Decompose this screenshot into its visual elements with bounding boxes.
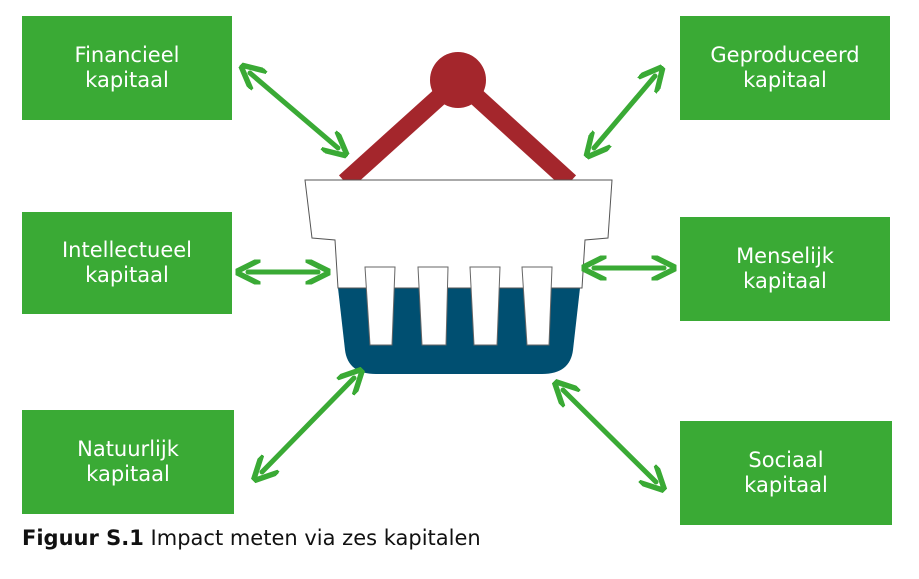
basket-slots bbox=[364, 266, 553, 346]
basket-slot bbox=[469, 266, 501, 346]
basket-diagram bbox=[0, 52, 919, 540]
box-label-line2: kapitaal bbox=[85, 68, 169, 92]
box-intellectueel-kapitaal: Intellectueel kapitaal bbox=[22, 212, 232, 314]
box-label-line2: kapitaal bbox=[85, 263, 169, 287]
box-label-line1: Natuurlijk bbox=[77, 437, 179, 461]
box-label-line2: kapitaal bbox=[744, 473, 828, 497]
box-menselijk-kapitaal: Menselijk kapitaal bbox=[680, 217, 890, 321]
arrow-natuurlijk bbox=[262, 378, 354, 472]
box-label-line2: kapitaal bbox=[743, 269, 827, 293]
handle-knob bbox=[430, 52, 486, 108]
basket-blue-band bbox=[338, 288, 580, 374]
box-label-line2: kapitaal bbox=[86, 462, 170, 486]
box-label-line1: Menselijk bbox=[736, 244, 834, 268]
basket-rim bbox=[304, 179, 613, 289]
box-natuurlijk-kapitaal: Natuurlijk kapitaal bbox=[22, 410, 234, 514]
basket-slot bbox=[521, 266, 553, 346]
arrow-sociaal bbox=[563, 390, 656, 482]
figure-caption-text: Impact meten via zes kapitalen bbox=[150, 526, 481, 550]
arrow-geproduceerd bbox=[594, 76, 655, 148]
box-financieel-kapitaal: Financieel kapitaal bbox=[22, 16, 232, 120]
figure-caption: Figuur S.1 Impact meten via zes kapitale… bbox=[22, 526, 481, 550]
basket-handle bbox=[338, 52, 577, 189]
basket-slot bbox=[417, 266, 449, 346]
box-label-line2: kapitaal bbox=[743, 68, 827, 92]
box-label-line1: Intellectueel bbox=[61, 238, 192, 262]
box-geproduceerd-kapitaal: Geproduceerd kapitaal bbox=[680, 16, 890, 120]
box-label-line1: Geproduceerd bbox=[710, 43, 860, 67]
box-label-line1: Financieel bbox=[74, 43, 180, 67]
box-label-line1: Sociaal bbox=[748, 448, 824, 472]
basket-slot bbox=[364, 266, 396, 346]
box-sociaal-kapitaal: Sociaal kapitaal bbox=[680, 421, 892, 525]
arrow-financieel bbox=[250, 73, 338, 148]
figure-caption-label: Figuur S.1 bbox=[22, 526, 144, 550]
